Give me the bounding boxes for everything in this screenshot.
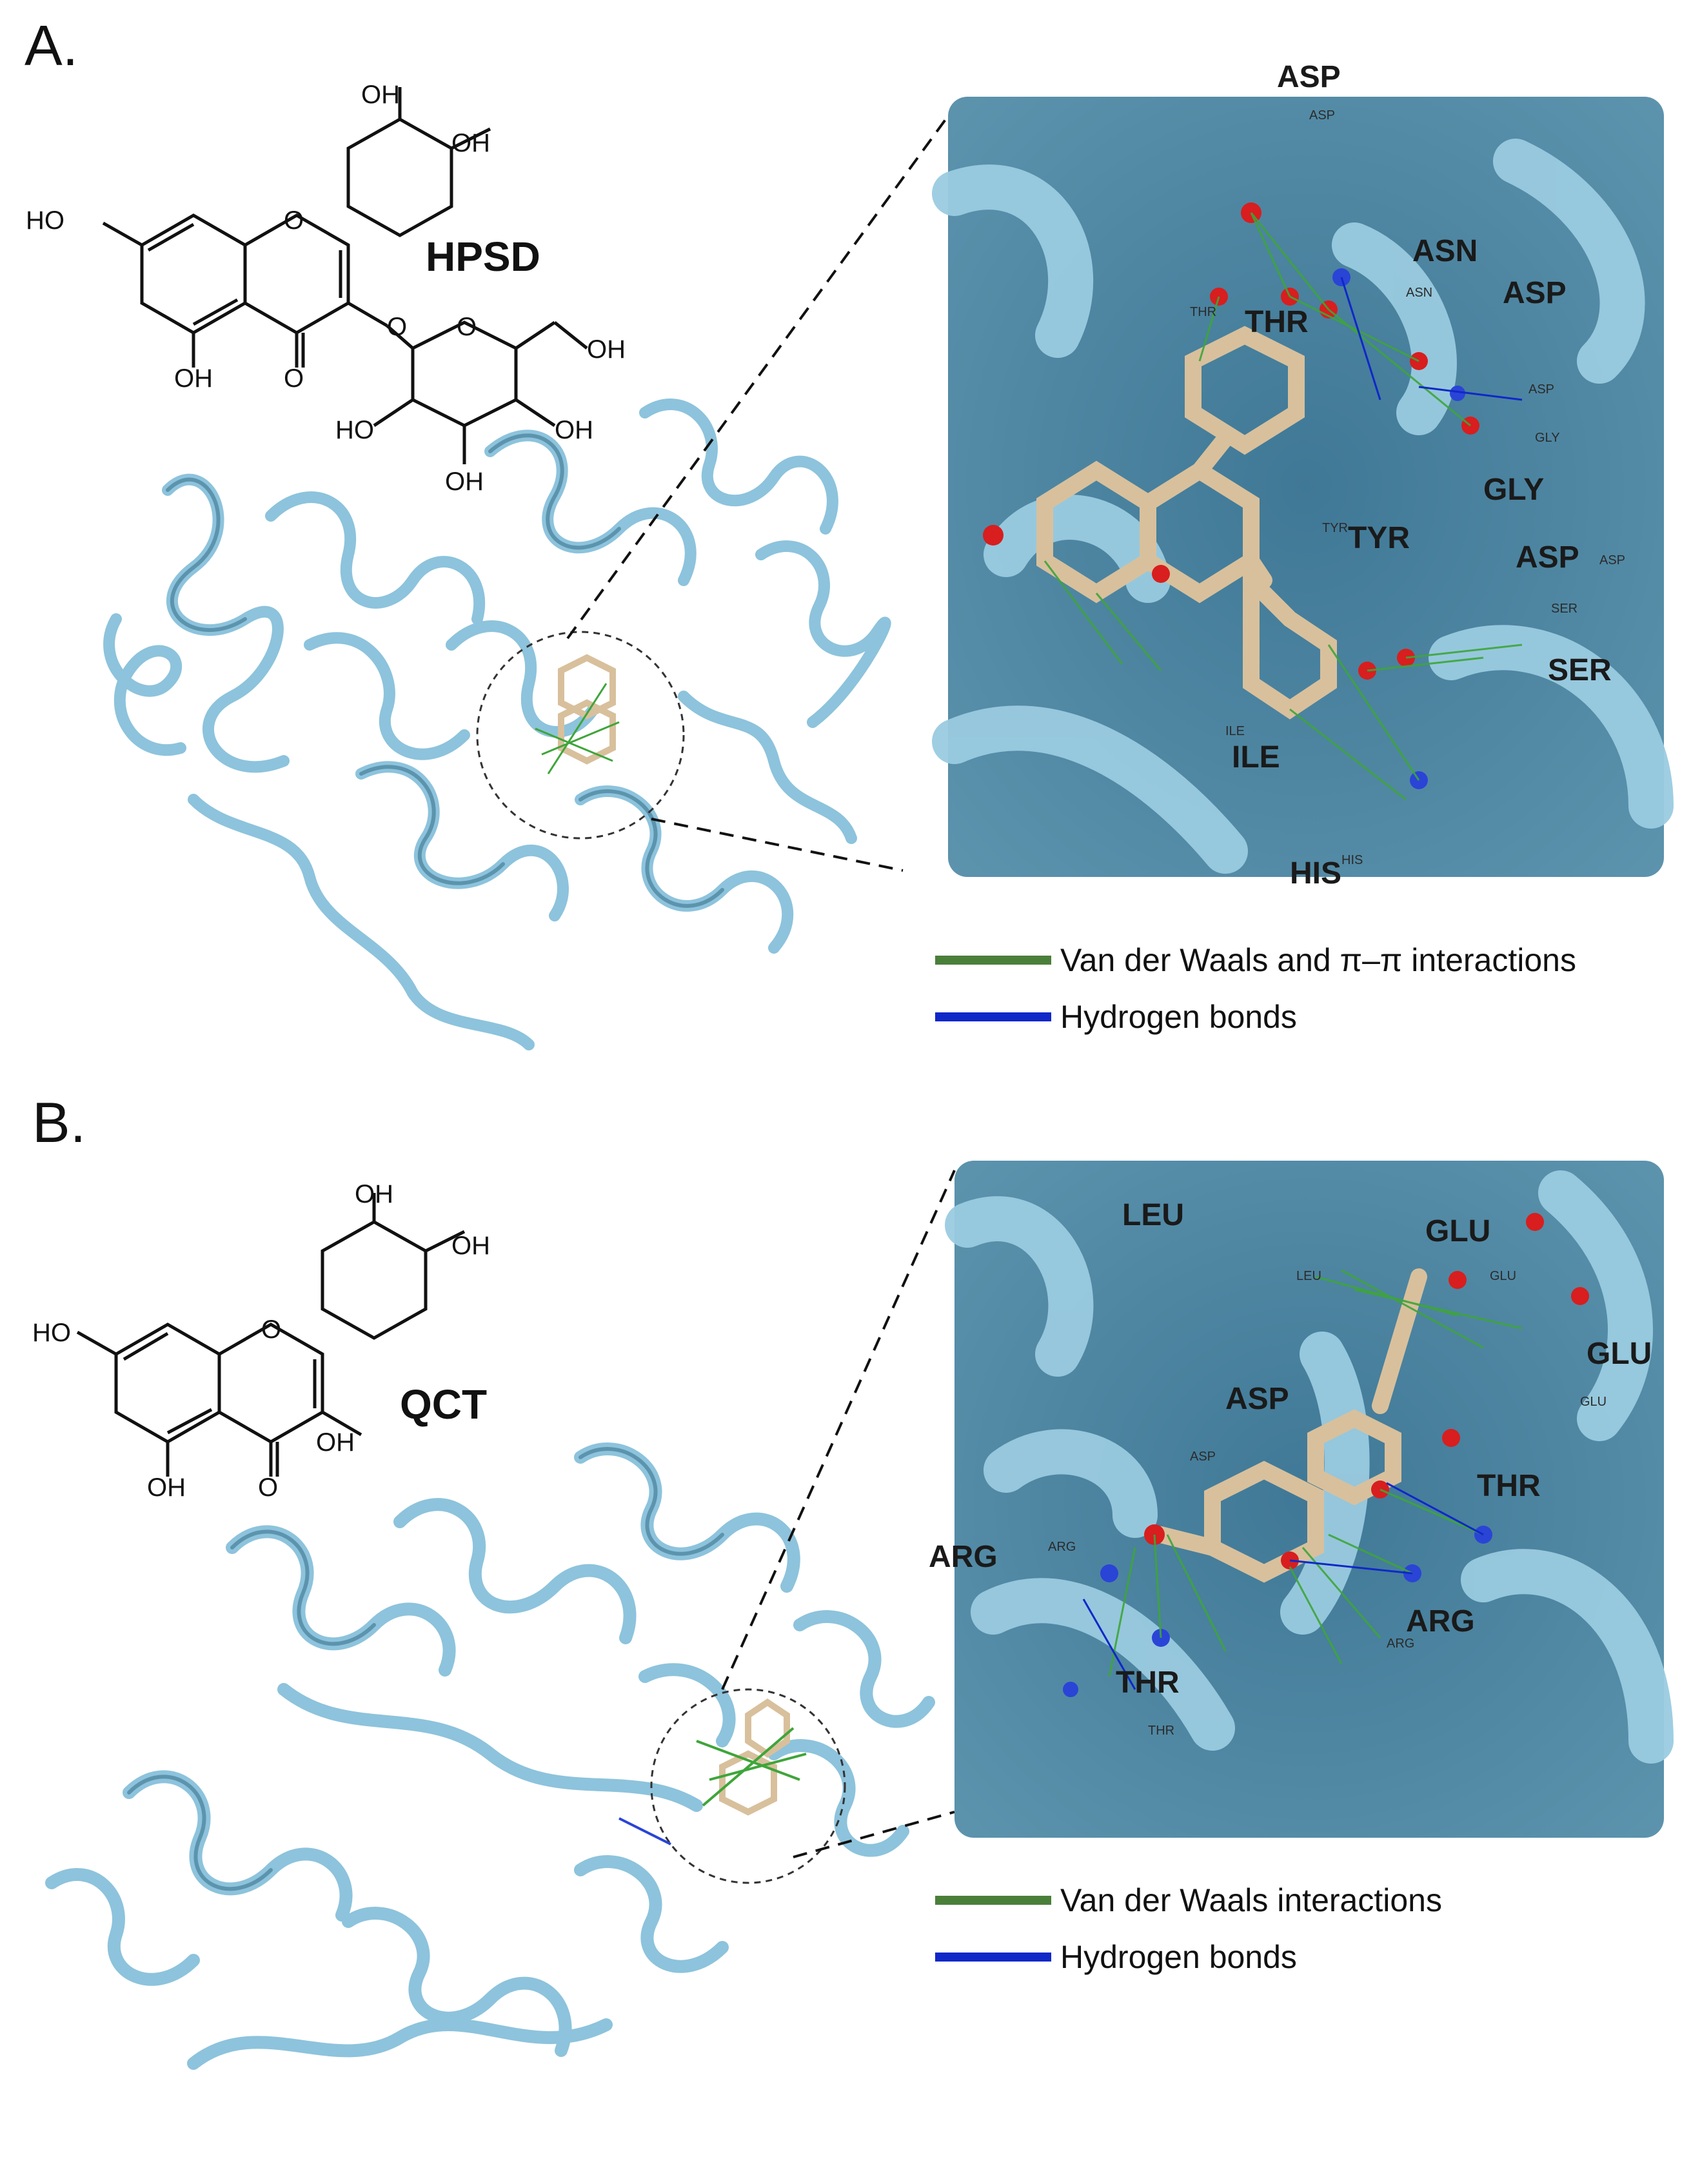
svg-text:OH: OH <box>355 1180 393 1208</box>
atom-tag: THR <box>1148 1724 1174 1738</box>
zoom-line-b-top <box>721 1170 956 1690</box>
residue-label: HIS <box>1290 856 1341 890</box>
legend-swatch-vdw <box>935 956 1051 965</box>
svg-text:OH: OH <box>451 129 490 157</box>
svg-text:OH: OH <box>445 467 484 496</box>
svg-text:O: O <box>258 1473 278 1502</box>
legend-label: Van der Waals interactions <box>1060 1882 1442 1918</box>
atom-tag: THR <box>1190 305 1216 319</box>
legend-label: Hydrogen bonds <box>1060 1939 1297 1975</box>
atom-tag: ASN <box>1406 286 1432 300</box>
atom-tag: ASP <box>1190 1450 1216 1464</box>
atom-tag: TYR <box>1322 521 1348 535</box>
zoom-line-a-bottom <box>651 818 904 872</box>
atom-tag: ASP <box>1309 108 1335 123</box>
protein-ribbon-b-shadow <box>127 1447 724 1891</box>
protein-ribbon-a-shadow <box>166 433 724 908</box>
legend-label: Van der Waals and π–π interactions <box>1060 942 1576 978</box>
compound-name-qct: QCT <box>400 1381 487 1428</box>
panel-b-letter: B. <box>32 1090 86 1154</box>
residue-label: SER <box>1548 653 1612 687</box>
atom-tag: LEU <box>1296 1269 1321 1283</box>
protein-ribbon-a <box>103 398 891 1050</box>
residue-label: ASP <box>1225 1382 1289 1416</box>
svg-text:OH: OH <box>361 81 400 109</box>
atom-tag: ILE <box>1225 724 1245 738</box>
zoom-inset-a: ASP ASN ASP THR GLY TYR ASP SER ILE HIS … <box>932 60 1674 890</box>
svg-text:OH: OH <box>587 335 626 364</box>
residue-label: ASP <box>1503 276 1567 310</box>
svg-text:HO: HO <box>335 416 374 444</box>
qct-atom-labels: OH OH HO O OH OH O <box>32 1180 490 1502</box>
svg-text:OH: OH <box>174 364 213 393</box>
residue-label: THR <box>1116 1666 1180 1700</box>
svg-text:OH: OH <box>316 1428 355 1457</box>
zoom-line-a-top <box>566 115 949 640</box>
legend-b-hbond: Hydrogen bonds <box>935 1938 1297 1976</box>
atom-tag: ARG <box>1048 1540 1076 1554</box>
hpsd-structure <box>102 87 588 464</box>
svg-text:OH: OH <box>555 416 593 444</box>
legend-swatch-vdw <box>935 1896 1051 1905</box>
residue-label: LEU <box>1122 1198 1184 1232</box>
atom-tag: ASP <box>1528 382 1554 397</box>
hpsd-atom-labels: OH OH HO O O OH O O OH HO OH OH <box>26 81 626 496</box>
atom-tag: GLU <box>1580 1395 1607 1409</box>
compound-name-hpsd: HPSD <box>426 233 540 280</box>
legend-swatch-hbond <box>935 1953 1051 1962</box>
residue-label: TYR <box>1348 521 1410 555</box>
atom-tag: GLU <box>1490 1269 1516 1283</box>
residue-label: ARG <box>929 1540 998 1574</box>
legend-swatch-hbond <box>935 1012 1051 1021</box>
residue-label: THR <box>1245 305 1309 339</box>
residue-label: GLY <box>1483 473 1544 507</box>
svg-text:OH: OH <box>147 1473 186 1502</box>
legend-a-hbond: Hydrogen bonds <box>935 998 1297 1036</box>
svg-text:O: O <box>284 206 304 235</box>
ligand-site-b <box>618 1688 846 1884</box>
residue-label: ASN <box>1412 234 1478 268</box>
residue-label: ILE <box>1232 740 1280 774</box>
residue-label: GLU <box>1425 1214 1490 1248</box>
residue-label: GLU <box>1587 1337 1652 1371</box>
residue-label: ASP <box>1516 540 1579 575</box>
svg-text:OH: OH <box>451 1232 490 1260</box>
zoom-line-b-bottom <box>793 1811 955 1858</box>
ligand-site-a <box>476 631 685 840</box>
atom-tag: ARG <box>1387 1637 1414 1651</box>
residue-label: THR <box>1477 1469 1541 1503</box>
svg-text:O: O <box>457 313 477 341</box>
svg-text:HO: HO <box>26 206 64 235</box>
atom-tag: HIS <box>1341 853 1363 867</box>
panel-a-letter: A. <box>25 14 79 77</box>
legend-b-vdw: Van der Waals interactions <box>935 1882 1442 1919</box>
svg-text:HO: HO <box>32 1319 71 1347</box>
legend-label: Hydrogen bonds <box>1060 999 1297 1035</box>
svg-text:O: O <box>261 1315 281 1344</box>
legend-a-vdw: Van der Waals and π–π interactions <box>935 941 1576 979</box>
svg-text:O: O <box>387 313 407 341</box>
atom-tag: GLY <box>1535 431 1560 445</box>
atom-tag: SER <box>1551 602 1577 616</box>
qct-structure <box>76 1193 466 1477</box>
svg-text:O: O <box>284 364 304 393</box>
zoom-inset-b: LEU GLU GLU ASP THR ARG ARG THR LEU GLU … <box>929 1161 1674 1838</box>
residue-label: ARG <box>1406 1604 1475 1638</box>
atom-tag: ASP <box>1599 553 1625 567</box>
residue-label: ASP <box>1277 60 1341 94</box>
